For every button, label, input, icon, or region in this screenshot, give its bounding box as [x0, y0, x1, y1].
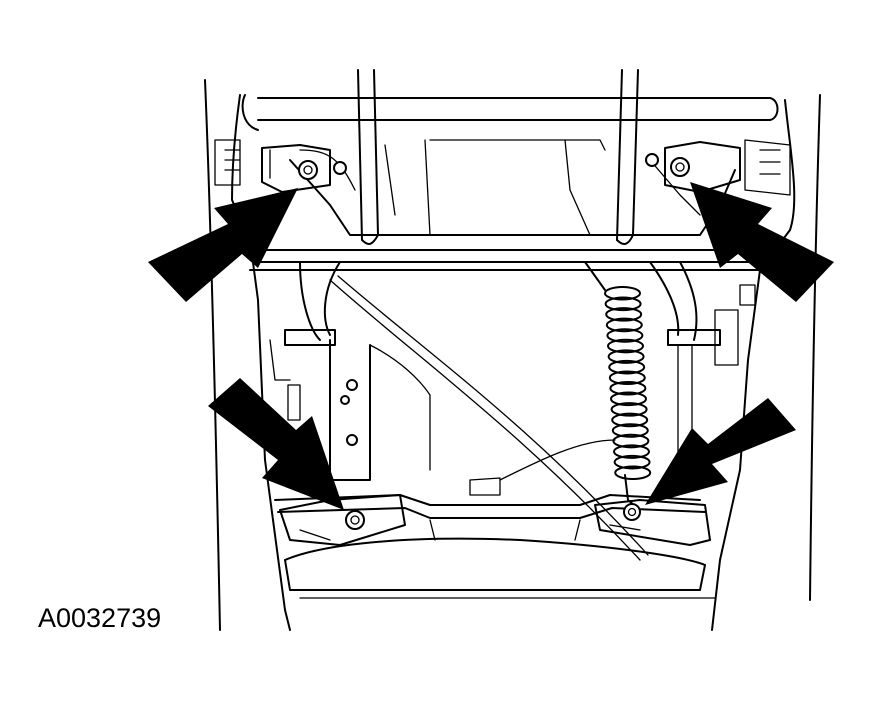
callout-arrow-lower-left — [208, 378, 344, 510]
figure-id-label: A0032739 — [38, 603, 162, 633]
right-rail — [649, 261, 756, 461]
spring-coil — [612, 433, 650, 449]
callout-arrows — [148, 182, 834, 510]
spring-coil — [604, 296, 642, 312]
return-spring — [584, 261, 652, 511]
spring-coil — [610, 402, 648, 417]
spring-coil — [609, 381, 647, 396]
spring-coil — [614, 465, 652, 481]
left-rail — [269, 261, 431, 481]
spring-coil — [604, 286, 641, 301]
top-cross-tube — [241, 94, 779, 131]
callout-arrow-upper-left — [148, 188, 298, 302]
outer-frame — [204, 79, 821, 631]
spring-coil — [605, 317, 643, 333]
lower-right-bracket — [594, 499, 711, 546]
spring-coil — [611, 412, 649, 428]
spring-coil — [606, 328, 644, 343]
upper-pan — [289, 139, 736, 236]
callout-arrow-lower-right — [645, 398, 796, 505]
spring-coil — [610, 391, 647, 407]
spring-coil — [607, 338, 644, 354]
spring-coil — [605, 307, 643, 322]
spring-coil — [608, 359, 646, 375]
release-cable — [329, 275, 649, 561]
spring-coil — [607, 349, 645, 364]
spring-coil — [611, 423, 649, 438]
spring-coil — [613, 444, 650, 459]
spring-coil — [613, 454, 651, 470]
upper-right-bracket — [645, 139, 791, 196]
main-cross-member — [249, 249, 771, 271]
callout-arrow-upper-right — [690, 182, 834, 302]
lower-left-bracket — [279, 494, 406, 546]
upper-left-bracket — [214, 139, 347, 193]
spring-coil — [608, 370, 646, 386]
back-uprights — [357, 69, 639, 245]
